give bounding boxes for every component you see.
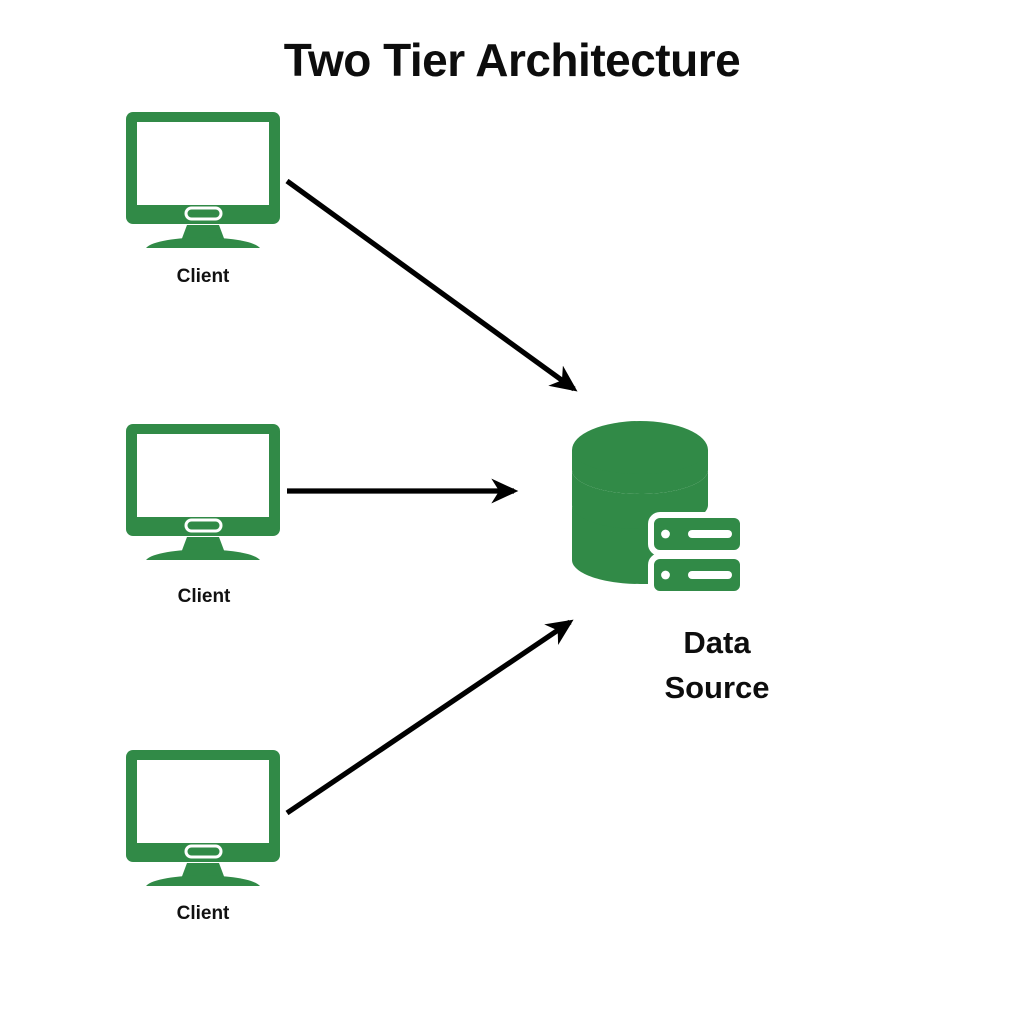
data-source-label-line-2: Source xyxy=(664,670,769,705)
page-title: Two Tier Architecture xyxy=(284,34,740,86)
data-source-node[interactable]: Data Source xyxy=(572,421,770,705)
desktop-monitor-icon xyxy=(124,748,282,886)
client-label-1: Client xyxy=(177,266,230,287)
desktop-monitor-icon xyxy=(124,110,282,248)
arrow-client-1-to-data-source xyxy=(285,178,578,392)
client-label-2: Client xyxy=(178,586,231,607)
server-rack-icon xyxy=(648,512,746,556)
client-node-2[interactable]: Client xyxy=(124,422,282,607)
client-label-3: Client xyxy=(177,903,230,924)
data-source-label-line-1: Data xyxy=(683,625,751,660)
client-node-1[interactable]: Client xyxy=(124,110,282,287)
server-rack-icon xyxy=(648,553,746,597)
arrow-client-3-to-data-source xyxy=(285,619,574,816)
client-node-3[interactable]: Client xyxy=(124,748,282,924)
desktop-monitor-icon xyxy=(124,422,282,560)
